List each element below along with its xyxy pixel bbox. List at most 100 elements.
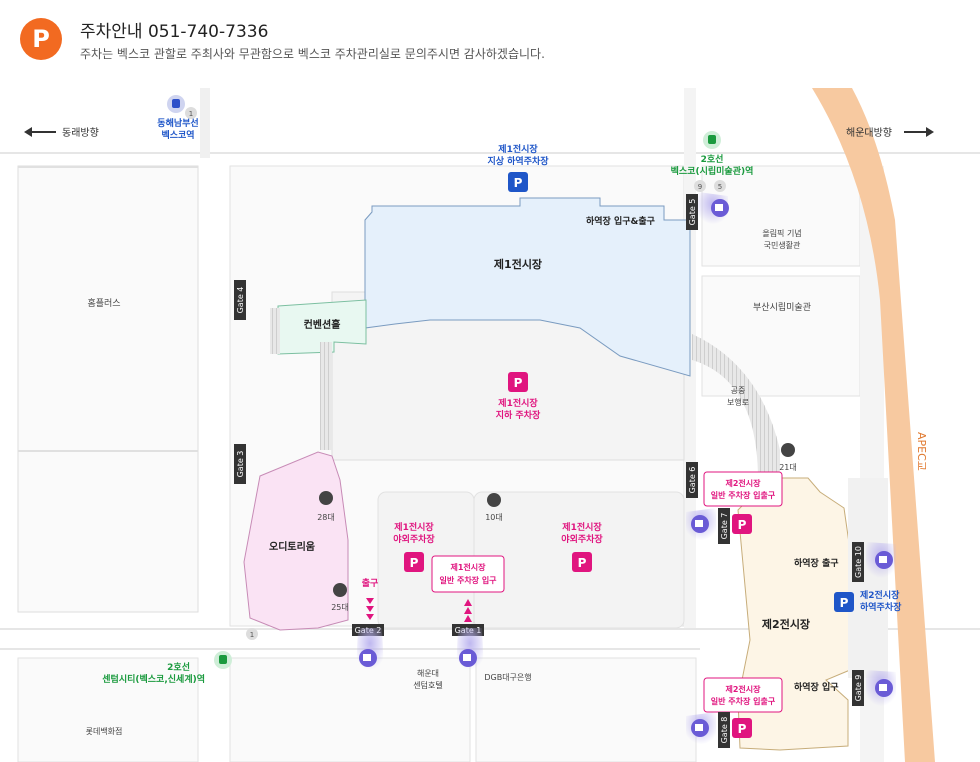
camera-icon xyxy=(866,670,896,708)
camera-icon xyxy=(698,192,729,226)
exit-5-label: 5 xyxy=(718,183,722,191)
gate-5-label: Gate 5 xyxy=(688,199,697,226)
page-subtitle: 주차는 벡스코 관할로 주최사와 무관함으로 벡스코 주차관리실로 문의주시면 … xyxy=(80,47,545,61)
parking-p-text: P xyxy=(514,376,523,390)
parking-badge-icon: P xyxy=(20,18,62,60)
bike-icon xyxy=(319,491,333,505)
parking-p-text: P xyxy=(738,722,747,736)
station2-name: 벡스코(시립미술관)역 xyxy=(671,165,754,177)
gate-4-label: Gate 4 xyxy=(236,287,245,314)
general-entry-label-1: 제1전시장 xyxy=(450,562,486,572)
auditorium-label: 오디토리움 xyxy=(269,540,315,553)
museum-label: 부산시립미술관 xyxy=(753,302,811,313)
parking-p-icon xyxy=(508,372,528,392)
bike-count-28: 28대 xyxy=(317,513,335,522)
gate-5-badge xyxy=(686,194,698,230)
gate-4-badge xyxy=(234,280,246,320)
parking-p-text: P xyxy=(738,518,747,532)
exit-9-label: 9 xyxy=(698,183,702,191)
subway-station-centum: 1 2호선 센텀시티(벡스코,신세계)역 xyxy=(102,628,258,685)
skywalk xyxy=(692,334,780,480)
camera-icon xyxy=(866,542,896,580)
parking-p-icon xyxy=(834,592,854,612)
hall1-underground-label-1: 제1전시장 xyxy=(498,397,538,409)
station1-name: 벡스코역 xyxy=(161,129,194,141)
station1-line-name: 동해남부선 xyxy=(157,117,198,129)
outdoor-left-label-1: 제1전시장 xyxy=(394,521,434,533)
apec-bridge-label: APEC교 xyxy=(915,432,928,471)
bike-icon xyxy=(487,493,501,507)
camera-icon xyxy=(686,508,716,542)
subway-station-museum: 2호선 벡스코(시립미술관)역 9 5 xyxy=(671,131,754,192)
bike-icon xyxy=(333,583,347,597)
east-direction-label: 해운대방향 xyxy=(846,126,892,139)
corridor-hatch xyxy=(270,308,280,354)
loading-exit-label: 하역장 출구 xyxy=(794,557,839,569)
hall1-label: 제1전시장 xyxy=(494,257,542,271)
hotel-label-1: 해운대 xyxy=(417,668,439,678)
parking-p-text: P xyxy=(514,176,523,190)
parking-p-text: P xyxy=(410,556,419,570)
apec-road-band xyxy=(812,88,935,762)
gate-8-badge xyxy=(718,712,730,748)
camera-icon xyxy=(686,712,716,746)
parking-map: 동래방향 해운대방향 APEC교 1 동해남부선 벡스코역 2호선 벡스코(시립… xyxy=(0,88,980,762)
camera-icon xyxy=(456,628,484,672)
bike-count-10: 10대 xyxy=(485,513,503,522)
parking-p-icon xyxy=(572,552,592,572)
parking-p-icon xyxy=(404,552,424,572)
olympic-label-1: 올림픽 기념 xyxy=(762,228,801,238)
outdoor-left-label-2: 야외주차장 xyxy=(393,533,435,545)
station2-line: 2호선 xyxy=(701,153,724,165)
subway-station-beckscho: 1 동해남부선 벡스코역 xyxy=(157,95,199,141)
camera-icon xyxy=(356,628,384,672)
hall1-underground-label-2: 지하 주차장 xyxy=(496,409,541,421)
page-header: P 주차안내 051-740-7336 주차는 벡스코 관할로 주최사와 무관함… xyxy=(0,0,980,80)
bank-label: DGB대구은행 xyxy=(484,672,531,682)
parking-p-icon xyxy=(508,172,528,192)
general-entry-label-2: 일반 주차장 입구 xyxy=(439,575,497,585)
hall2-general-top-label-2: 일반 주차장 입출구 xyxy=(711,490,776,500)
bike-icon xyxy=(781,443,795,457)
west-direction-label: 동래방향 xyxy=(62,127,99,139)
parking-p-text: P xyxy=(840,596,849,610)
page-title: 주차안내 051-740-7336 xyxy=(80,22,269,42)
walkway-label-1: 공중 xyxy=(731,386,746,395)
hall2-general-bottom-box xyxy=(703,677,783,713)
gate-10-badge xyxy=(852,542,864,582)
gate-3-label: Gate 3 xyxy=(236,451,245,478)
gate-8-label: Gate 8 xyxy=(720,717,729,744)
corridor-hatch xyxy=(320,342,332,450)
bike-count-25: 25대 xyxy=(331,603,349,612)
hotel-label-2: 센텀호텔 xyxy=(413,680,442,690)
gate-9-label: Gate 9 xyxy=(854,675,863,702)
hall1-ground-parking-label-2: 지상 하역주차장 xyxy=(487,155,549,167)
gate-6-label: Gate 6 xyxy=(688,467,697,494)
station3-name: 센텀시티(벡스코,신세계)역 xyxy=(102,673,205,685)
exit-label: 출구 xyxy=(362,577,379,589)
gate-3-badge xyxy=(234,444,246,484)
hall2-general-top-label-1: 제2전시장 xyxy=(725,478,761,488)
homeplus-label: 홈플러스 xyxy=(87,297,120,309)
parking-p-icon xyxy=(732,718,752,738)
gate-9-badge xyxy=(852,670,864,706)
walkway-label-2: 보행로 xyxy=(727,397,749,407)
olympic-label-2: 국민생활관 xyxy=(764,240,801,250)
lotte-label: 롯데백화점 xyxy=(86,726,123,736)
hall2-general-bottom-label-1: 제2전시장 xyxy=(725,684,761,694)
hall2-label: 제2전시장 xyxy=(762,617,810,631)
hall2-general-top-box xyxy=(703,471,783,507)
loading-inout-label: 하역장 입구&출구 xyxy=(586,215,655,227)
gate-7-badge xyxy=(718,508,730,544)
general-entry-box xyxy=(431,555,505,593)
loading-entry-label: 하역장 입구 xyxy=(794,681,839,693)
bike-count-21: 21대 xyxy=(779,463,797,472)
outdoor-right-label-2: 야외주차장 xyxy=(561,533,603,545)
gate-7-label: Gate 7 xyxy=(720,513,729,540)
parking-p-text: P xyxy=(578,556,587,570)
hall2-loading-label-2: 하역주차장 xyxy=(860,601,902,613)
station3-line: 2호선 xyxy=(167,661,190,673)
convention-hall-label: 컨벤션홀 xyxy=(304,318,341,331)
station1-line: 1 xyxy=(189,110,193,118)
exit-1-label: 1 xyxy=(250,631,254,639)
